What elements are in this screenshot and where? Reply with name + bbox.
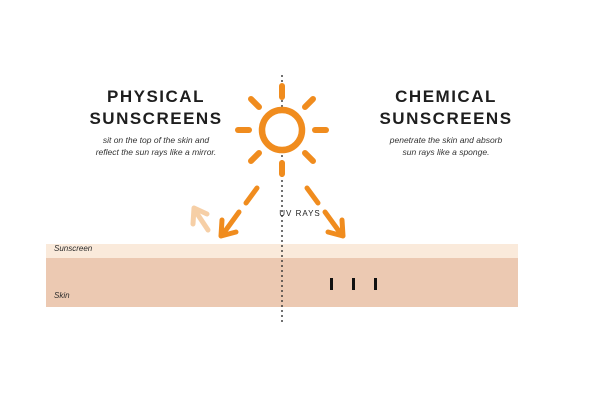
chemical-title-line: SUNSCREENS: [379, 109, 513, 128]
absorbed-mark: [374, 278, 377, 290]
physical-title: PHYSICAL SUNSCREENS: [46, 86, 266, 130]
physical-desc-line: sit on the top of the skin and: [102, 135, 210, 145]
sun-icon: [235, 83, 329, 177]
absorbed-mark: [330, 278, 333, 290]
chemical-description: penetrate the skin and absorb sun rays l…: [336, 134, 556, 158]
physical-description: sit on the top of the skin and reflect t…: [46, 134, 266, 158]
absorbed-mark: [352, 278, 355, 290]
absorbed-ray-marks: [330, 278, 377, 290]
chemical-title: CHEMICAL SUNSCREENS: [336, 86, 556, 130]
arrow-icon-right-ray: [304, 185, 346, 239]
skin-layer-label: Skin: [54, 291, 70, 300]
reflected-arrow-icon: [190, 205, 211, 233]
chemical-title-line: CHEMICAL: [395, 87, 497, 106]
physical-title-line: PHYSICAL: [107, 87, 205, 106]
chemical-desc-line: sun rays like a sponge.: [402, 147, 490, 157]
uv-rays-label: UV RAYS: [279, 209, 321, 218]
arrow-icon-left-ray: [218, 185, 260, 239]
chemical-desc-line: penetrate the skin and absorb: [389, 135, 503, 145]
physical-title-line: SUNSCREENS: [89, 109, 223, 128]
sunscreen-layer-label: Sunscreen: [54, 244, 93, 253]
physical-desc-line: reflect the sun rays like a mirror.: [95, 147, 217, 157]
